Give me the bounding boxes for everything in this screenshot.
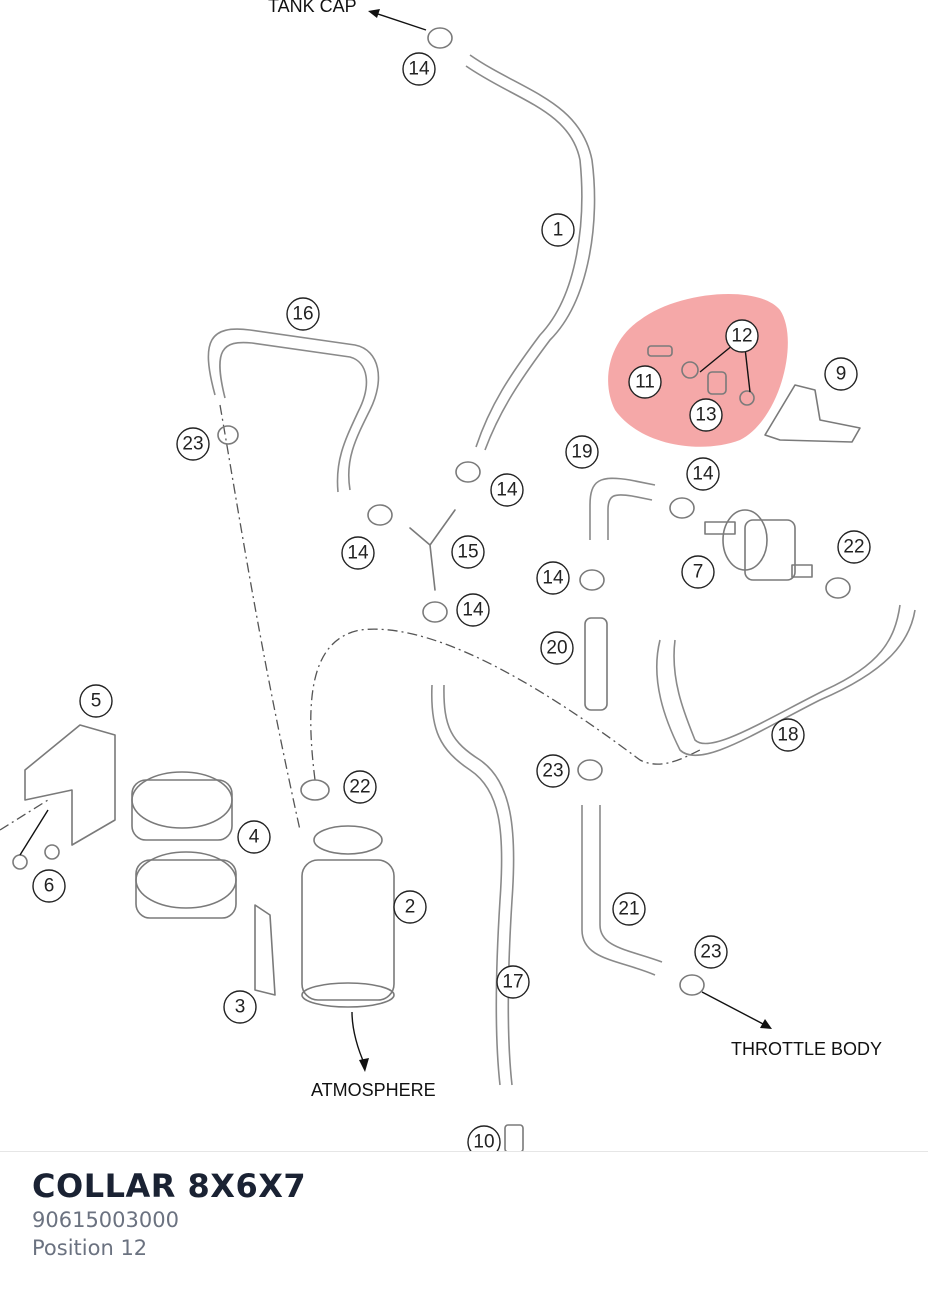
svg-text:18: 18: [777, 725, 798, 746]
callout-14a[interactable]: 14: [402, 52, 436, 86]
callout-14e[interactable]: 14: [536, 561, 570, 595]
hose-1[interactable]: [469, 54, 596, 451]
callout-21[interactable]: 21: [612, 892, 646, 926]
callout-14b[interactable]: 14: [490, 473, 524, 507]
callout-14c[interactable]: 14: [341, 536, 375, 570]
svg-text:11: 11: [635, 372, 655, 393]
callout-20[interactable]: 20: [540, 631, 574, 665]
hose-19[interactable]: [589, 477, 656, 540]
svg-text:3: 3: [235, 997, 246, 1018]
callout-23a[interactable]: 23: [176, 427, 210, 461]
svg-text:7: 7: [693, 562, 704, 583]
label-throttle-body: THROTTLE BODY: [731, 1039, 882, 1059]
callout-23c[interactable]: 23: [694, 935, 728, 969]
callout-13[interactable]: 13: [689, 398, 723, 432]
part-position: Position 12: [32, 1236, 148, 1260]
screws-6[interactable]: [12, 844, 60, 870]
svg-text:14: 14: [542, 568, 564, 589]
svg-text:20: 20: [546, 638, 567, 659]
part-info-panel: COLLAR 8X6X7 90615003000 Position 12: [32, 1166, 306, 1262]
callout-5[interactable]: 5: [79, 684, 113, 718]
svg-text:15: 15: [457, 542, 478, 563]
svg-text:21: 21: [618, 899, 639, 920]
bracket-5[interactable]: [24, 724, 116, 846]
callout-7[interactable]: 7: [681, 555, 715, 589]
part-3[interactable]: [254, 904, 276, 996]
callout-19[interactable]: 19: [565, 435, 599, 469]
bracket-9[interactable]: [764, 384, 861, 443]
callout-12[interactable]: 12: [725, 319, 759, 353]
hose-clamps[interactable]: [217, 27, 851, 996]
label-atmosphere: ATMOSPHERE: [311, 1080, 436, 1100]
callout-2[interactable]: 2: [393, 890, 427, 924]
parts-11-12-13[interactable]: [647, 345, 755, 406]
exploded-parts-diagram: TANK CAP ATMOSPHERE THROTTLE BODY 1 2 3 …: [0, 0, 916, 1153]
label-tank-cap: TANK CAP: [268, 0, 357, 16]
callout-18[interactable]: 18: [771, 718, 805, 752]
svg-text:1: 1: [553, 220, 564, 241]
svg-text:19: 19: [571, 442, 592, 463]
callout-1[interactable]: 1: [541, 213, 575, 247]
svg-text:23: 23: [700, 942, 721, 963]
callout-9[interactable]: 9: [824, 357, 858, 391]
fitting-20[interactable]: [584, 617, 608, 711]
valve-7[interactable]: [704, 509, 813, 581]
callout-11[interactable]: 11: [628, 365, 662, 399]
part-10[interactable]: [504, 1124, 524, 1152]
callout-10[interactable]: 10: [467, 1125, 501, 1153]
svg-text:12: 12: [731, 326, 752, 347]
svg-text:14: 14: [462, 600, 484, 621]
svg-text:16: 16: [292, 304, 313, 325]
part-name: COLLAR 8X6X7: [32, 1167, 307, 1205]
part-number: 90615003000: [32, 1208, 179, 1232]
callout-23b[interactable]: 23: [536, 754, 570, 788]
svg-text:23: 23: [542, 761, 563, 782]
svg-text:22: 22: [843, 537, 864, 558]
svg-text:14: 14: [692, 464, 714, 485]
callout-22b[interactable]: 22: [343, 770, 377, 804]
callout-3[interactable]: 3: [223, 990, 257, 1024]
callout-16[interactable]: 16: [286, 297, 320, 331]
callout-22a[interactable]: 22: [837, 530, 871, 564]
svg-text:14: 14: [347, 543, 369, 564]
svg-text:10: 10: [473, 1132, 494, 1153]
callout-14f[interactable]: 14: [686, 457, 720, 491]
svg-text:9: 9: [836, 364, 847, 385]
callout-15[interactable]: 15: [451, 535, 485, 569]
callout-4[interactable]: 4: [237, 820, 271, 854]
svg-text:4: 4: [249, 827, 260, 848]
svg-text:13: 13: [695, 405, 716, 426]
canister-2[interactable]: [301, 825, 395, 1008]
svg-text:14: 14: [408, 59, 430, 80]
callout-17[interactable]: 17: [496, 965, 530, 999]
svg-text:14: 14: [496, 480, 518, 501]
bracket-clamps-4[interactable]: [131, 771, 237, 919]
svg-text:23: 23: [182, 434, 203, 455]
svg-text:2: 2: [405, 897, 416, 918]
divider: [0, 1151, 928, 1152]
callout-14d[interactable]: 14: [456, 593, 490, 627]
svg-text:6: 6: [44, 876, 55, 897]
callout-6[interactable]: 6: [32, 869, 66, 903]
svg-text:17: 17: [502, 972, 523, 993]
y-fitting-15[interactable]: [409, 509, 456, 591]
svg-text:22: 22: [349, 777, 370, 798]
hose-21[interactable]: [581, 805, 656, 976]
hose-18[interactable]: [656, 609, 916, 757]
svg-text:5: 5: [91, 691, 102, 712]
hose-16[interactable]: [207, 328, 380, 491]
hose-17[interactable]: [430, 684, 503, 1086]
